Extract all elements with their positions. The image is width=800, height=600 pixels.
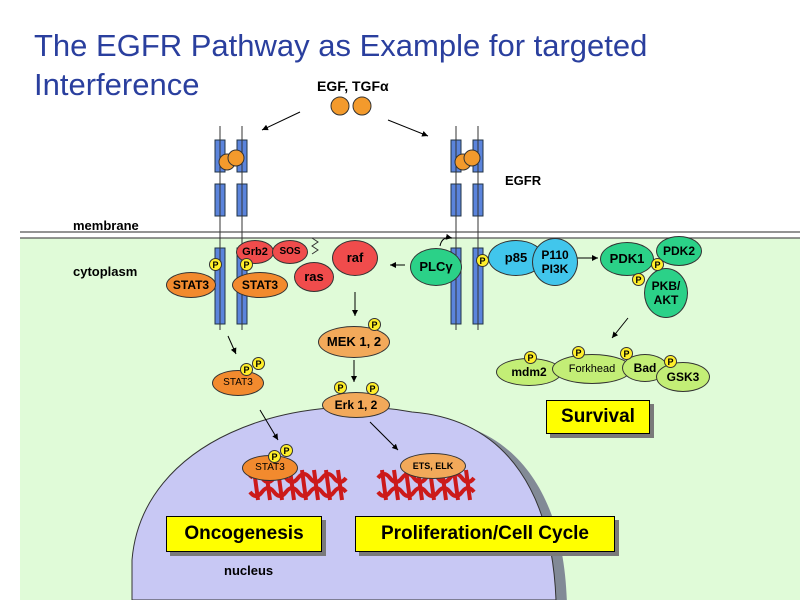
pi3k-label: PI3K xyxy=(541,262,569,276)
page-title: The EGFR Pathway as Example for targeted… xyxy=(34,28,648,102)
phospho-marker: P xyxy=(268,450,281,463)
stat3-right-node: STAT3 xyxy=(232,272,288,298)
forkhead-node: Forkhead xyxy=(552,354,632,384)
ligand-ball-2 xyxy=(352,96,372,116)
gsk3-node: GSK3 xyxy=(656,362,710,392)
plc-gamma-node: PLCγ xyxy=(410,248,462,286)
proliferation-box: Proliferation/Cell Cycle xyxy=(355,516,615,552)
membrane-label: membrane xyxy=(73,218,139,233)
akt-label: AKT xyxy=(653,293,679,307)
ligand-label: EGF, TGFα xyxy=(317,78,389,94)
p110-pi3k-node: P110 PI3K xyxy=(532,238,578,286)
cytoplasm-label: cytoplasm xyxy=(73,264,138,279)
phospho-marker: P xyxy=(620,347,633,360)
phospho-marker: P xyxy=(664,355,677,368)
phospho-marker: P xyxy=(280,444,293,457)
phospho-marker: P xyxy=(252,357,265,370)
sos-node: SOS xyxy=(272,240,308,264)
phospho-marker: P xyxy=(209,258,222,271)
grb2-node: Grb2 xyxy=(236,240,274,264)
phospho-marker: P xyxy=(651,258,664,271)
pkb-akt-node: PKB/ AKT xyxy=(644,268,688,318)
receptor-label: EGFR xyxy=(505,173,542,188)
pdk2-node: PDK2 xyxy=(656,236,702,266)
sos-ras-link xyxy=(311,237,319,255)
raf-node: raf xyxy=(332,240,378,276)
phospho-marker: P xyxy=(476,254,489,267)
ets-elk-node: ETS, ELK xyxy=(400,453,466,479)
pathway-arrows xyxy=(227,111,629,451)
bound-ligand-right-2 xyxy=(463,149,481,167)
phospho-marker: P xyxy=(572,346,585,359)
stat3-left-node: STAT3 xyxy=(166,272,216,298)
phospho-marker: P xyxy=(524,351,537,364)
mek-node: MEK 1, 2 xyxy=(318,326,390,358)
stat3-mid-node: STAT3 xyxy=(212,370,264,396)
pdk1-node: PDK1 xyxy=(600,242,654,276)
ras-node: ras xyxy=(294,262,334,292)
phospho-marker: P xyxy=(366,382,379,395)
p110-label: P110 xyxy=(541,248,569,262)
phospho-marker: P xyxy=(368,318,381,331)
bound-ligand-left-2 xyxy=(227,149,245,167)
survival-box: Survival xyxy=(546,400,650,434)
phospho-marker: P xyxy=(334,381,347,394)
phospho-marker: P xyxy=(632,273,645,286)
phospho-marker: P xyxy=(240,363,253,376)
ligand-ball-1 xyxy=(330,96,350,116)
phospho-marker: P xyxy=(240,258,253,271)
dna-left xyxy=(248,469,348,501)
erk-node: Erk 1, 2 xyxy=(322,392,390,418)
oncogenesis-box: Oncogenesis xyxy=(166,516,322,552)
nucleus-label: nucleus xyxy=(224,563,274,578)
pkb-label: PKB/ xyxy=(651,279,681,293)
